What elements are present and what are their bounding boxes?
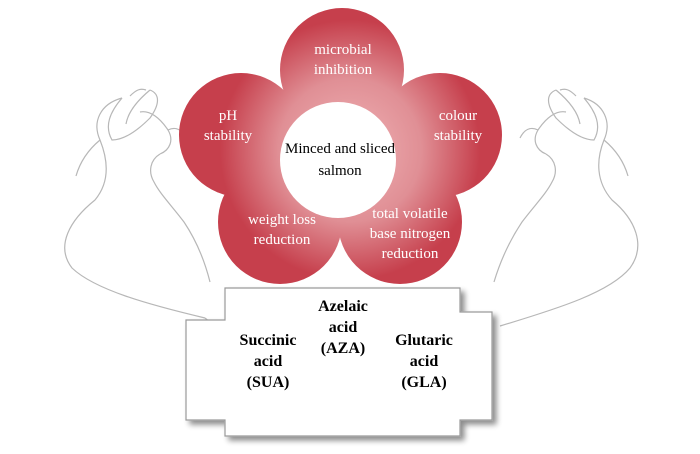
left-arm-outline bbox=[64, 88, 221, 327]
petal-label-ph-stability: pH stability bbox=[203, 108, 253, 144]
petal-label-weight-loss-reduction: weight loss reduction bbox=[248, 212, 316, 248]
petal-label-microbial-inhibition: microbial inhibition bbox=[313, 42, 373, 78]
flower-center-disk bbox=[280, 102, 396, 218]
acid-label-azelaic: Azelaic acid (AZA) bbox=[318, 298, 368, 357]
acid-box bbox=[185, 287, 493, 437]
petal-label-tvbn-reduction: total volatile base nitrogen reduction bbox=[369, 206, 451, 262]
acid-label-glutaric: Glutaric acid (GLA) bbox=[395, 332, 453, 391]
right-arm-outline bbox=[493, 88, 639, 327]
center-label: Minced and sliced salmon bbox=[285, 141, 395, 179]
acid-label-succinic: Succinic acid (SUA) bbox=[239, 332, 297, 391]
petal-label-colour-stability: colour stability bbox=[433, 108, 483, 144]
